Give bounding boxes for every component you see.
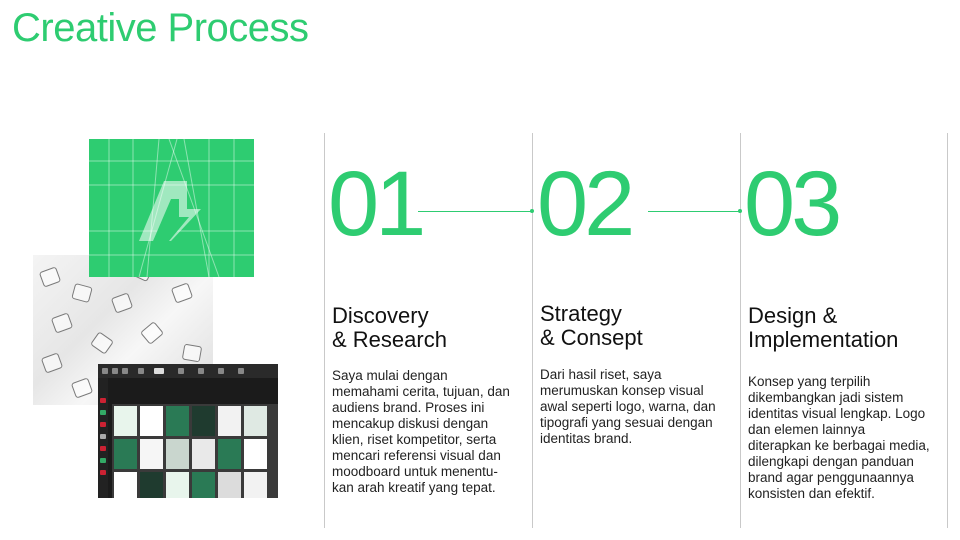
step-number: 01 — [328, 153, 426, 255]
design-app-screenshot-image — [98, 364, 278, 498]
column-divider — [532, 133, 533, 528]
column-divider — [740, 133, 741, 528]
step-connector — [648, 211, 740, 212]
step-number: 02 — [537, 153, 635, 255]
step-title: Discovery & Research — [332, 303, 447, 352]
step-description: Konsep yang terpilih dikembangkan jadi s… — [748, 374, 930, 501]
logo-grid-image — [89, 139, 254, 277]
step-description: Saya mulai dengan memahami cerita, tujua… — [332, 368, 510, 495]
step-description: Dari hasil riset, saya merumuskan konsep… — [540, 367, 716, 446]
column-divider — [324, 133, 325, 528]
step-title: Strategy & Consept — [540, 301, 643, 350]
page-title: Creative Process — [12, 6, 309, 50]
connector-dot — [738, 209, 742, 213]
step-title: Design & Implementation — [748, 303, 899, 352]
step-number: 03 — [744, 153, 842, 255]
column-divider — [947, 133, 948, 528]
step-connector — [418, 211, 532, 212]
connector-dot — [530, 209, 534, 213]
